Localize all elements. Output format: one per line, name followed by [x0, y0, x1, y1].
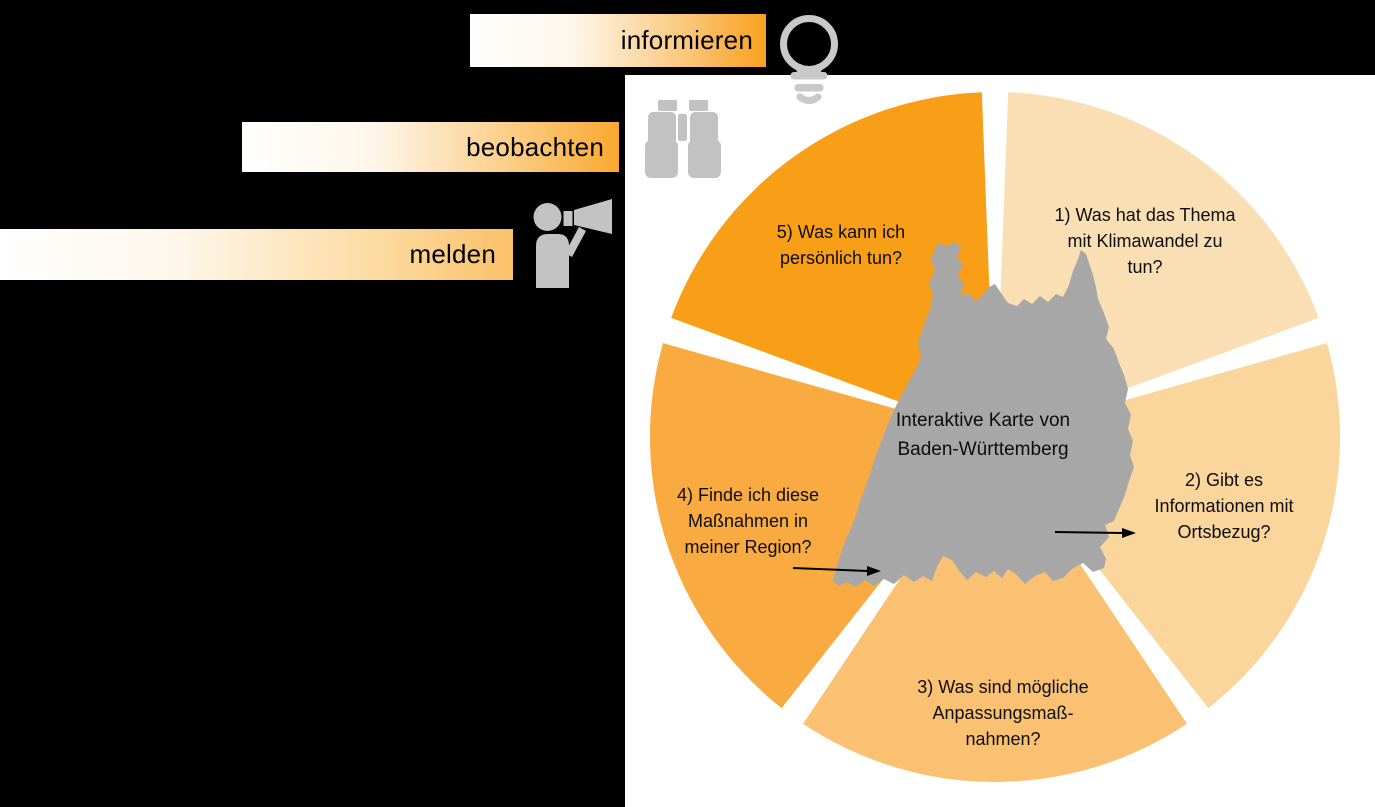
banner-informieren: informieren [470, 14, 766, 67]
process-circle-diagram [649, 92, 1341, 782]
arrow-segment4-to-map [792, 566, 881, 576]
megaphone-person-icon [528, 196, 620, 288]
baden-wuerttemberg-map [833, 242, 1134, 587]
segment-3-label: 3) Was sind mögliche Anpassungsmaß- nahm… [917, 677, 1089, 749]
segment-1-label: 1) Was hat das Thema mit Klimawandel zu … [1054, 205, 1236, 277]
map-center-label: Interaktive Karte von Baden-Württemberg [895, 410, 1071, 460]
arrow-map-to-segment2 [1054, 528, 1136, 538]
binoculars-icon [644, 98, 722, 180]
segment-5-label: 5) Was kann ich persönlich tun? [776, 222, 906, 268]
segment-4-label: 4) Finde ich diese Maßnahmen in meiner R… [676, 485, 820, 557]
segment-2-label: 2) Gibt es Informationen mit Ortsbezug? [1154, 470, 1294, 542]
segment-wedge-3 [803, 437, 1187, 782]
lightbulb-icon [778, 8, 840, 108]
banner-beobachten-label: beobachten [466, 131, 604, 162]
banner-beobachten: beobachten [242, 122, 619, 172]
banner-melden: melden [0, 229, 513, 280]
banner-informieren-label: informieren [620, 25, 753, 55]
segment-wedge-5 [671, 92, 995, 438]
banner-melden-label: melden [409, 239, 496, 269]
